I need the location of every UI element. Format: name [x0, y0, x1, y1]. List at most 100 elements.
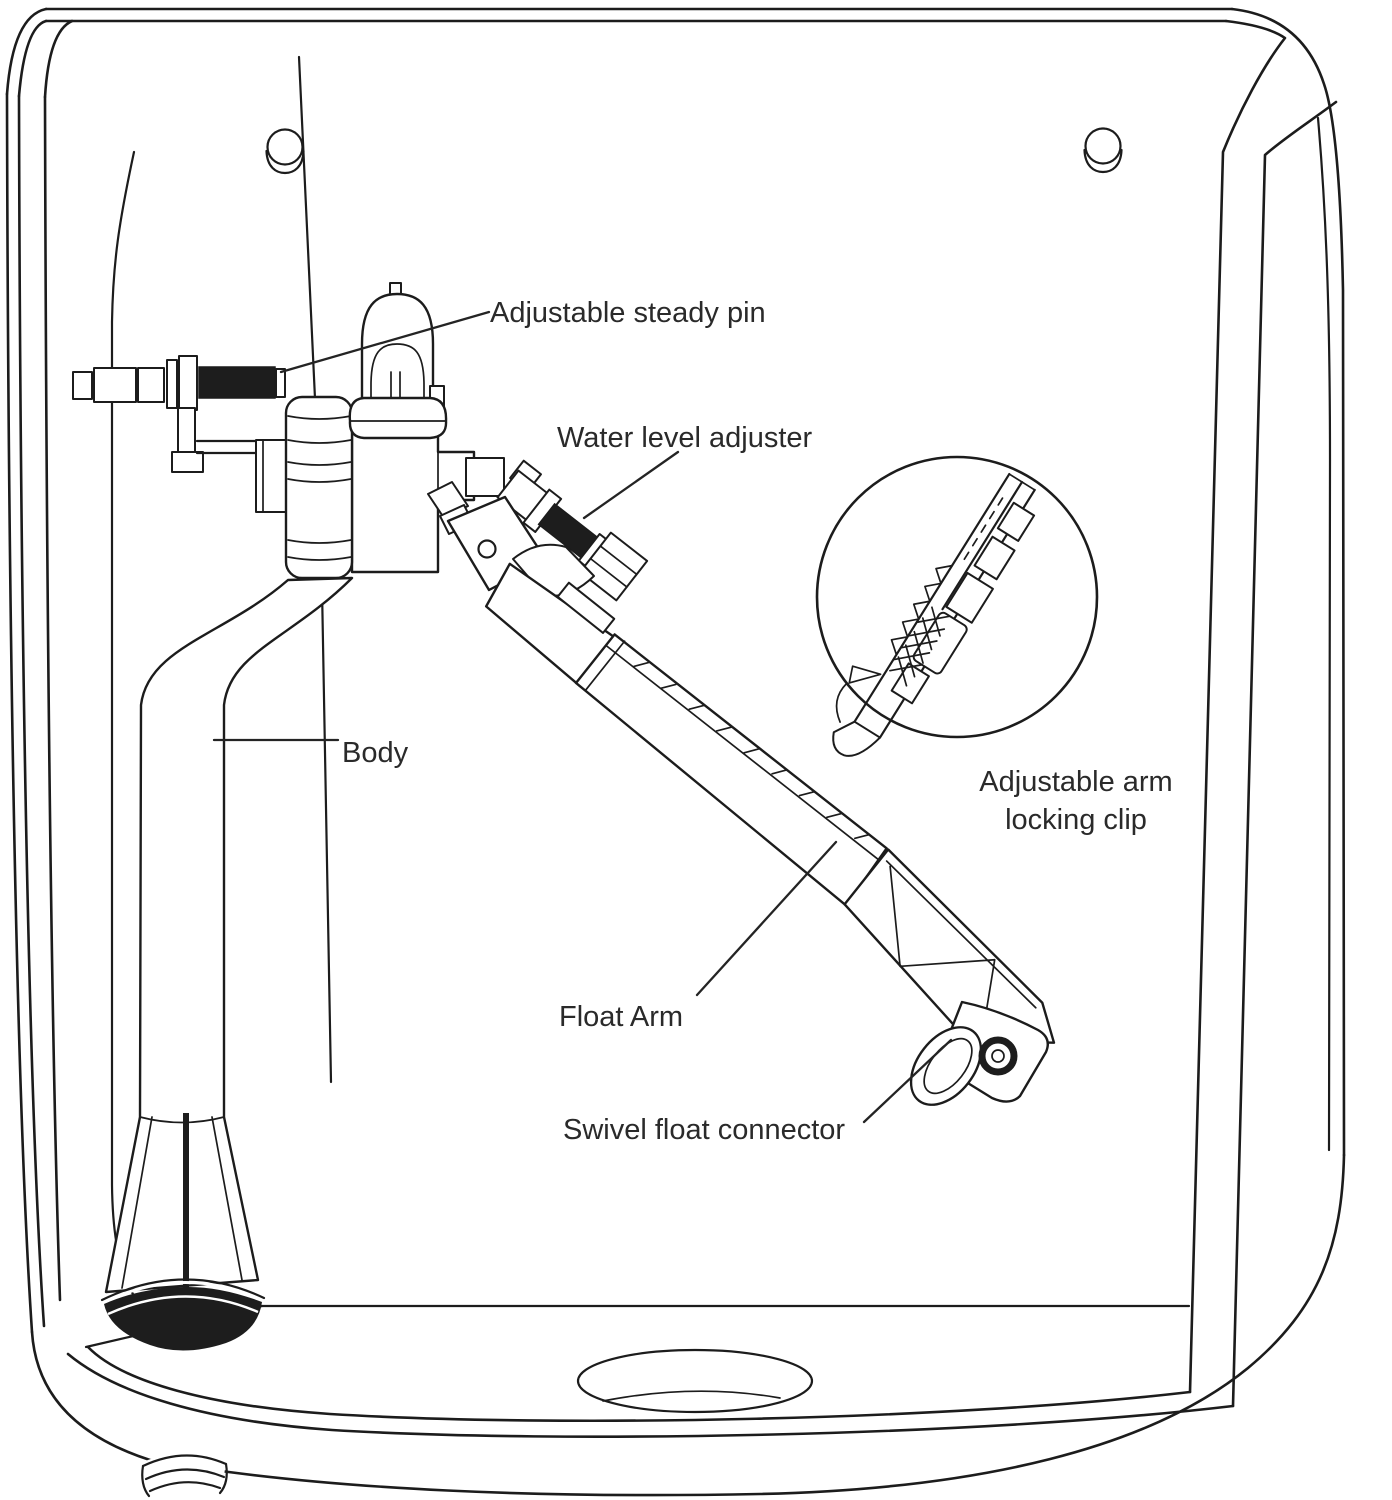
detail-clip-block-4	[890, 662, 930, 705]
float-arm	[484, 562, 1056, 1044]
detail-clip-block-1	[996, 501, 1036, 542]
dome-shell	[360, 292, 435, 423]
dome-collar	[348, 396, 448, 440]
left-wall-outer	[5, 92, 34, 1334]
leader-steady-pin	[279, 310, 491, 374]
fill-valve	[72, 282, 1099, 1351]
steady-pin-end-cap	[275, 368, 286, 398]
leader-float-arm	[695, 840, 838, 997]
steady-pin-bracket-foot	[171, 451, 204, 473]
bottom-rim-cut-upper	[86, 1345, 1192, 1423]
locking-clip-detail	[815, 455, 1099, 757]
mounting-hole-right-rim	[1084, 127, 1122, 165]
wall-cut-edge-inner	[1188, 19, 1287, 1394]
labels: Adjustable steady pin Water level adjust…	[342, 297, 1173, 1146]
supply-shank-thread-2	[148, 1481, 222, 1493]
steady-pin-flange-2	[178, 355, 198, 411]
detail-content	[832, 472, 1036, 757]
valve-body-tube	[100, 576, 354, 1351]
mounting-hole-left-depth	[265, 149, 305, 175]
supply-shank-top	[141, 1454, 228, 1468]
overflow-rod	[183, 1113, 189, 1303]
steady-pin-bracket	[177, 407, 196, 456]
seal-highlight-2	[107, 1295, 259, 1316]
connector-thread-center	[991, 1049, 1005, 1063]
mounting-hole-right-depth	[1083, 148, 1123, 174]
leader-water-level	[582, 450, 680, 520]
label-locking-clip-line2: locking clip	[1005, 804, 1147, 836]
knob-body	[284, 395, 354, 580]
arm-sleeve-line	[584, 640, 626, 692]
detail-hook-curl	[835, 682, 848, 723]
arm-adjuster-plate	[556, 581, 616, 634]
connector-thread-ring	[978, 1036, 1018, 1076]
tank-topleft-corner-outer	[5, 7, 48, 96]
left-wall-rim-line	[43, 95, 62, 1302]
supply-shank-body	[143, 1453, 226, 1500]
pivot-hole	[477, 539, 497, 559]
label-float-arm: Float Arm	[559, 1001, 683, 1033]
supply-shank-sides	[141, 1462, 228, 1498]
drain-hole-depth-line	[602, 1390, 781, 1402]
label-body: Body	[342, 737, 409, 769]
adjuster-hex-facets	[589, 545, 638, 588]
detail-end-hook	[832, 720, 881, 757]
cone-inner-lines	[121, 1116, 243, 1289]
bottom-rim-cut-lower	[66, 1352, 1235, 1438]
mounting-hole-right	[1083, 127, 1123, 174]
leader-swivel	[862, 1038, 953, 1124]
base-seal	[100, 1278, 266, 1351]
cone-top-arc	[139, 1116, 225, 1124]
detail-clip-block-3	[945, 571, 994, 624]
detail-zigzag-teeth	[890, 564, 953, 656]
inlet-stub	[255, 439, 291, 513]
steady-pin-segment-2	[137, 367, 165, 403]
arm-rack-teeth	[633, 661, 871, 840]
detail-rail-ticks	[963, 497, 1004, 561]
ribbed-locknut	[284, 395, 354, 580]
knob-ribs	[287, 415, 352, 561]
steady-pin-segment-1	[93, 367, 137, 403]
steady-pin-flange-1	[166, 359, 178, 409]
body-tube-silhouette	[104, 576, 354, 1294]
adjuster-hex-nut	[579, 531, 649, 602]
label-locking-clip-line1: Adjustable arm	[979, 766, 1172, 798]
drain-hole	[576, 1348, 814, 1414]
label-swivel: Swivel float connector	[563, 1114, 845, 1146]
leader-lines	[212, 310, 953, 1124]
connector-ring-nut	[909, 1026, 983, 1106]
detail-end-flag	[848, 665, 882, 684]
label-water-level: Water level adjuster	[557, 422, 813, 454]
back-wall-left-edge-lower	[320, 586, 333, 1084]
valve-block-boss	[465, 457, 505, 497]
truss-braces	[885, 860, 1037, 1038]
dome-cap	[348, 282, 448, 440]
right-wall-contour	[1316, 116, 1332, 1152]
float-arm-pivot	[427, 481, 595, 597]
drain-hole-rim	[576, 1348, 814, 1414]
supply-shank-thread-1	[144, 1468, 226, 1481]
steady-pin-thread	[198, 366, 276, 399]
tank-bottom-outer-edge	[30, 1153, 1346, 1497]
tank-topleft-corner-rim	[43, 19, 74, 99]
seal-highlight-1	[103, 1281, 263, 1304]
steady-pin-tip	[72, 371, 93, 400]
detail-end-cap	[1008, 473, 1036, 491]
detail-hatch	[889, 606, 951, 687]
supply-shank	[141, 1453, 228, 1500]
back-wall-left-edge-upper	[297, 55, 318, 422]
water-level-adjuster-screw	[496, 459, 649, 602]
left-wall-inner	[17, 94, 46, 1328]
mounting-hole-left-rim	[266, 128, 304, 166]
tank-outline	[5, 7, 1346, 1500]
seal-flange-top	[100, 1278, 266, 1302]
wall-cut-edge-outer	[1231, 100, 1338, 1408]
right-wall-outer	[1230, 7, 1346, 1157]
label-steady-pin: Adjustable steady pin	[490, 297, 766, 329]
swivel-float-connector	[909, 1000, 1049, 1106]
detail-clip-block-2	[973, 535, 1016, 581]
tank-topleft-corner-inner	[17, 19, 48, 98]
mounting-hole-left	[265, 128, 305, 175]
